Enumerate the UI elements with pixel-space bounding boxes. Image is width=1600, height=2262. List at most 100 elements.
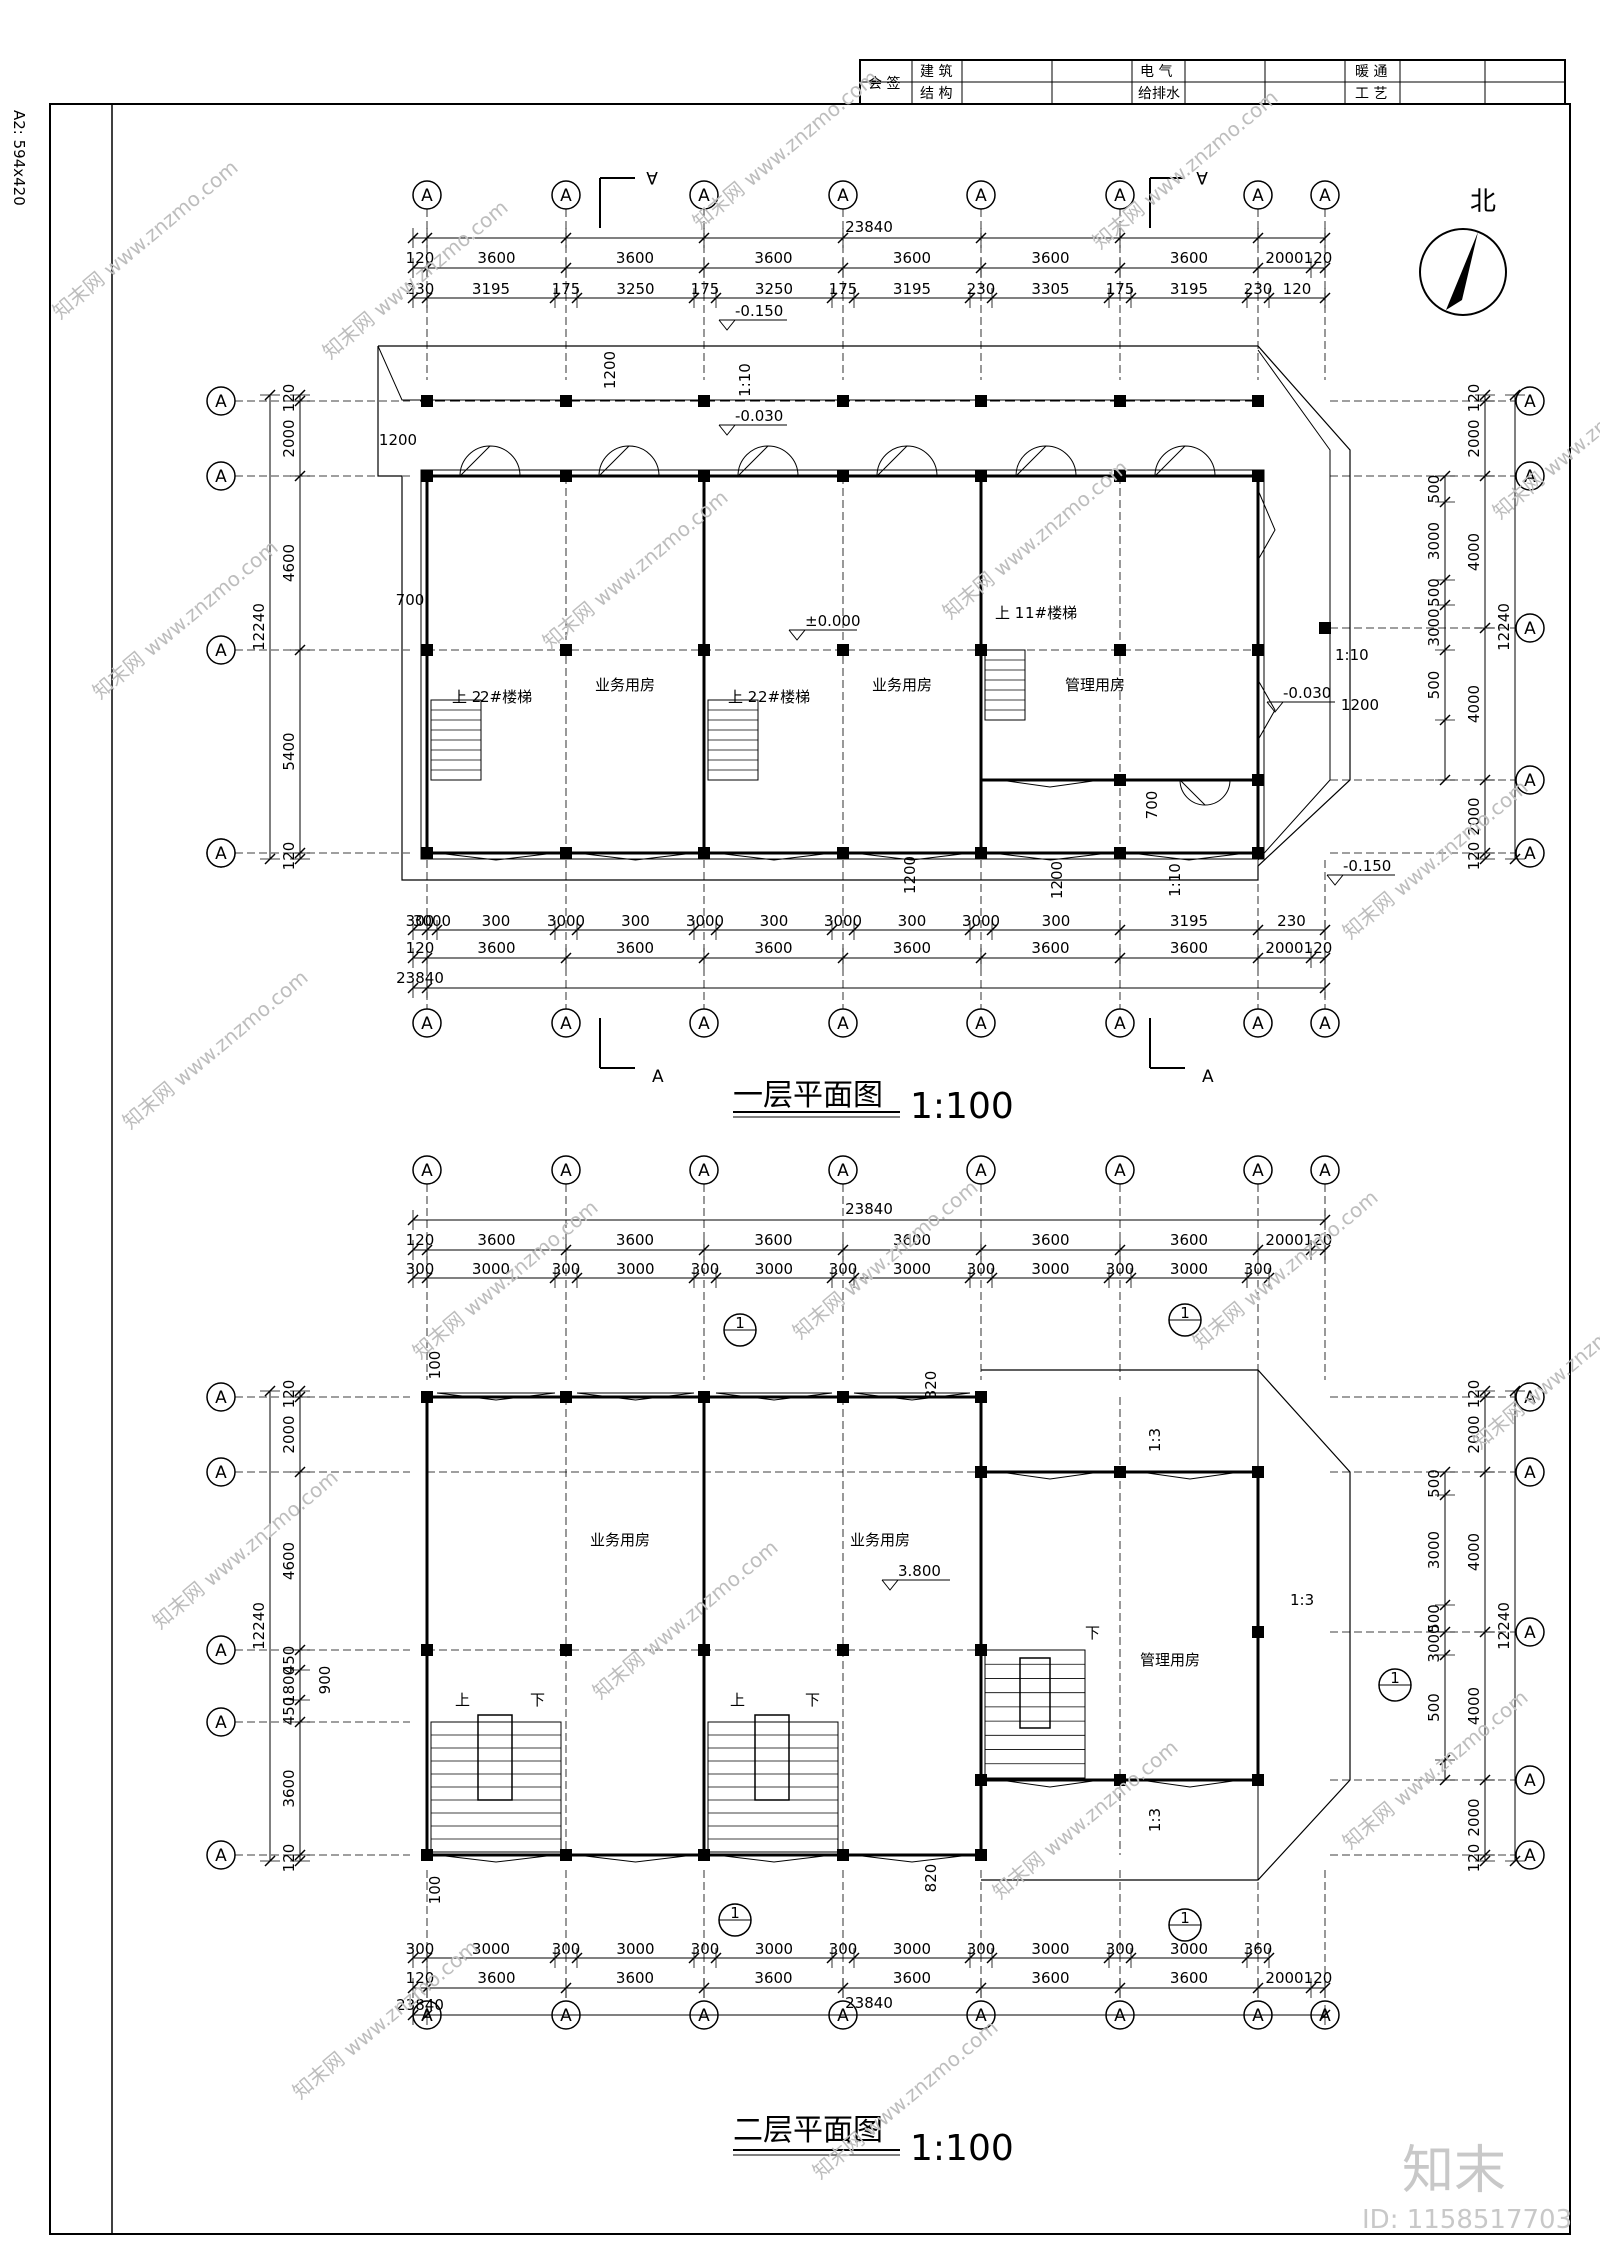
axis-label: A	[421, 1014, 433, 1034]
column	[1252, 847, 1264, 859]
column	[837, 470, 849, 482]
misc-dim: 100	[426, 1876, 444, 1905]
f1-wall-line	[420, 469, 1265, 860]
f2-top-bays-value: 3600	[893, 1231, 931, 1249]
column	[698, 395, 710, 407]
f2-right-b-value: 4000	[1465, 1687, 1483, 1725]
watermark-text: 知末网 www.znzmo.com	[688, 65, 883, 234]
tb-electrical: 电 气	[1140, 64, 1172, 80]
column	[975, 1391, 987, 1403]
floor2-title: 二层平面图	[733, 2113, 883, 2148]
f1-top-sub-value: 175	[691, 280, 720, 298]
column	[421, 470, 433, 482]
column	[421, 847, 433, 859]
f1-top-sub-value: 3195	[472, 280, 510, 298]
stair-down-label: 下	[530, 1691, 545, 1709]
f2-bot-sub-value: 300	[406, 1940, 435, 1958]
detail-number: 1	[1180, 1909, 1190, 1927]
detail-number: 1	[1180, 1304, 1190, 1322]
column	[1114, 644, 1126, 656]
f2-left-value: 1800	[280, 1666, 298, 1704]
f1-top-bays-value: 3600	[893, 249, 931, 267]
f1-bot-sub-value: 3000	[686, 912, 724, 930]
f2-bot-total-value: 23840	[845, 1994, 893, 2012]
window-sill	[436, 1392, 556, 1401]
f2-bot-bays-value: 120	[406, 1969, 435, 1987]
door-swing	[876, 445, 938, 477]
f2-bot-bays-value: 120	[1304, 1969, 1333, 1987]
stair-label: 2#楼梯	[758, 688, 810, 706]
f2-top-total-value: 23840	[845, 1200, 893, 1218]
room-label: 业务用房	[850, 1531, 910, 1549]
column	[837, 1849, 849, 1861]
axis-label: A	[1319, 1161, 1331, 1181]
column	[421, 1644, 433, 1656]
f1-top-sub-value: 3195	[893, 280, 931, 298]
axis-label: A	[215, 467, 227, 487]
level-symbol	[881, 1579, 900, 1591]
window-sill	[576, 1854, 695, 1863]
f1-left-value: 5400	[280, 732, 298, 770]
f1-bot-total-value: 23840	[396, 969, 444, 987]
f1-top-sub-value: 230	[1244, 280, 1273, 298]
stair-well	[754, 1714, 790, 1801]
f1-left-value: 120	[280, 384, 298, 413]
room-label: 管理用房	[1065, 676, 1125, 694]
title-block	[859, 59, 1566, 105]
f1-top-sub-value: 175	[1106, 280, 1135, 298]
window-sill	[436, 852, 556, 861]
axis-label: A	[1524, 392, 1536, 412]
tb-architecture: 建 筑	[920, 64, 952, 80]
section-label: A	[646, 167, 658, 187]
tb-plumbing: 给排水	[1138, 86, 1180, 102]
f1-bot-bays-value: 3600	[1170, 939, 1208, 957]
column	[698, 470, 710, 482]
f1-right-b-value: 2000	[1465, 419, 1483, 457]
section-label: A	[652, 1067, 664, 1087]
f2-left-value: 450	[280, 1646, 298, 1675]
f1-top-bays-value: 3600	[754, 249, 792, 267]
room-label: 业务用房	[595, 676, 655, 694]
watermark-text: 知末网 www.znzmo.com	[288, 1935, 483, 2104]
column	[698, 1391, 710, 1403]
f2-right-b-value: 2000	[1465, 1415, 1483, 1453]
f2-bot-bays-value: 3600	[893, 1969, 931, 1987]
axis-label: A	[975, 1161, 987, 1181]
slope-label: 1:3	[1146, 1428, 1164, 1452]
stair-outline	[984, 649, 1026, 721]
f2-right-b-value: 4000	[1465, 1533, 1483, 1571]
f2-bot-bays-value: 3600	[1031, 1969, 1069, 1987]
f2-bot-sub-value: 3000	[755, 1940, 793, 1958]
column	[1252, 1626, 1264, 1638]
f1-exterior-wall	[425, 474, 1260, 855]
watermark-text: 知末网 www.znzmo.com	[148, 1465, 343, 1634]
axis-label: A	[1524, 1388, 1536, 1408]
f2-left-value: 450	[280, 1697, 298, 1726]
f1-bot-sub-value: 3000	[824, 912, 862, 930]
section-label: A	[1196, 167, 1208, 187]
window-sill	[715, 1392, 833, 1401]
detail-number: 1	[730, 1904, 740, 1922]
f1-top-bays-value: 3600	[477, 249, 515, 267]
misc-dim: 900	[316, 1666, 334, 1695]
window-sill	[576, 852, 695, 861]
f1-right-a-value: 3000	[1425, 608, 1443, 646]
floor-2-plan: AAAAAAAAAAAAAAAA238401203600360036003600…	[206, 1155, 1545, 2169]
column	[421, 1391, 433, 1403]
f2-bot-sub-value: 300	[552, 1940, 581, 1958]
f1-top-sub-value: 3250	[755, 280, 793, 298]
f2-top-bays-value: 3600	[754, 1231, 792, 1249]
column	[698, 847, 710, 859]
door-swing	[1015, 445, 1077, 477]
door-swing	[459, 445, 521, 477]
stair-up-label: 上	[730, 1691, 745, 1709]
column	[1252, 1466, 1264, 1478]
window-sill	[853, 1392, 971, 1401]
f2-left-value: 3600	[280, 1769, 298, 1807]
f1-right-a-value: 500	[1425, 578, 1443, 607]
slope-label: 1:10	[1335, 646, 1369, 664]
watermark-text: 知末网 www.znzmo.com	[48, 155, 243, 324]
f1-bot-sub-value: 300	[406, 912, 435, 930]
detail-number: 1	[735, 1314, 745, 1332]
axis-label: A	[215, 641, 227, 661]
